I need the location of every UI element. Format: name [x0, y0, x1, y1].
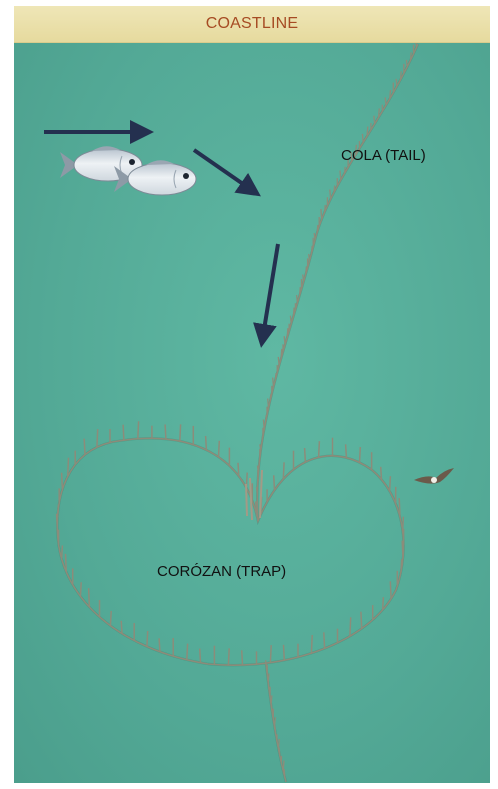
stake	[270, 645, 271, 663]
stake	[228, 648, 229, 665]
stake	[278, 357, 279, 366]
stake	[187, 644, 188, 660]
stake	[403, 517, 404, 531]
stake	[319, 441, 320, 457]
stake	[314, 233, 315, 240]
stake	[306, 266, 307, 275]
stake	[268, 674, 269, 683]
stake	[334, 186, 335, 193]
stake	[325, 205, 326, 213]
stake	[62, 545, 63, 559]
stake	[309, 254, 310, 261]
stake	[258, 479, 259, 488]
stake	[284, 336, 285, 345]
stake	[360, 447, 361, 463]
stake	[367, 127, 368, 137]
stake	[385, 97, 386, 105]
stake	[275, 717, 276, 727]
stake	[110, 611, 111, 626]
stake	[268, 399, 269, 409]
stake	[97, 429, 98, 447]
stake	[242, 650, 243, 665]
stake	[287, 328, 288, 338]
stake	[123, 425, 124, 441]
stake	[80, 582, 81, 596]
stake	[410, 52, 411, 60]
stake	[270, 394, 271, 401]
stake	[283, 462, 284, 479]
stake	[305, 448, 306, 462]
stake	[273, 378, 274, 387]
stake	[303, 275, 304, 283]
stake	[89, 588, 90, 607]
stake	[68, 458, 69, 477]
stake	[121, 621, 122, 634]
stake	[311, 635, 312, 653]
stake	[275, 726, 276, 735]
stake	[266, 660, 267, 668]
stake	[379, 108, 380, 117]
stake	[330, 190, 331, 200]
stake	[165, 424, 166, 439]
stake	[362, 134, 363, 143]
trap-label: CORÓZAN (TRAP)	[157, 563, 286, 580]
stake	[350, 617, 351, 636]
stake	[346, 444, 347, 457]
stake	[293, 308, 294, 317]
stake	[300, 287, 301, 296]
stake	[266, 415, 267, 423]
stake	[268, 682, 269, 690]
stake	[311, 246, 312, 254]
stake	[147, 631, 148, 646]
stake	[200, 649, 201, 663]
stake	[406, 60, 407, 67]
stake	[284, 645, 285, 660]
stake	[138, 421, 139, 439]
stake	[58, 504, 59, 517]
stake	[57, 514, 58, 532]
stake	[180, 424, 181, 441]
water-surface	[14, 6, 490, 783]
stake	[62, 473, 63, 490]
stake	[281, 349, 282, 359]
stake	[159, 638, 160, 651]
stake	[297, 295, 298, 303]
stake	[390, 90, 391, 99]
stake	[219, 441, 220, 457]
stake	[271, 704, 272, 712]
stake	[383, 597, 384, 610]
stake	[396, 79, 397, 87]
stake	[259, 457, 260, 465]
stake	[271, 695, 272, 705]
stake	[279, 747, 280, 756]
stake	[238, 463, 239, 477]
tail-label: COLA (TAIL)	[341, 147, 426, 164]
stake	[390, 476, 391, 491]
stake	[361, 612, 362, 629]
stake	[344, 167, 345, 174]
stake	[390, 581, 391, 599]
stake	[284, 769, 285, 779]
stake	[340, 171, 341, 180]
sea-photo	[14, 6, 490, 783]
stake	[206, 436, 207, 450]
stake	[321, 209, 322, 219]
stake	[66, 554, 67, 572]
stake	[256, 501, 257, 514]
stake	[324, 632, 325, 648]
stake	[274, 475, 275, 490]
stake	[290, 316, 291, 324]
stake	[262, 436, 263, 444]
stake	[275, 373, 276, 380]
stake	[399, 498, 400, 517]
stake	[317, 225, 318, 233]
stake	[381, 467, 382, 480]
stake	[400, 71, 401, 80]
stake	[374, 116, 375, 124]
stake	[401, 559, 402, 573]
coastline-banner: COASTLINE	[14, 6, 490, 43]
stake	[84, 439, 85, 455]
